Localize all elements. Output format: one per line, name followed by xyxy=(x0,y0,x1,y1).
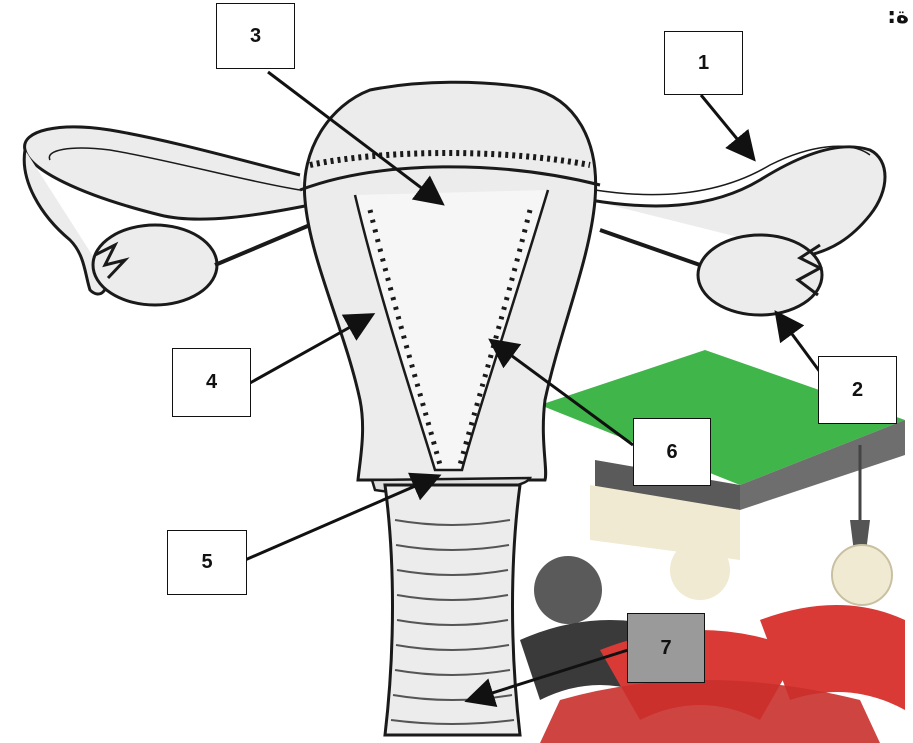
label-box-1: 1 xyxy=(664,31,743,95)
heading-fragment: ة: xyxy=(887,4,909,29)
label-box-6: 6 xyxy=(633,418,711,486)
arrow-1 xyxy=(701,95,752,157)
label-box-4: 4 xyxy=(172,348,251,417)
label-box-7: 7 xyxy=(627,613,705,683)
right-ovary xyxy=(698,235,822,315)
left-fallopian-tube xyxy=(25,127,310,219)
label-box-3: 3 xyxy=(216,3,295,69)
label-box-2: 2 xyxy=(818,356,897,424)
left-ovary xyxy=(93,225,217,305)
arrow-2 xyxy=(778,315,820,372)
right-ovarian-ligament xyxy=(600,230,700,265)
label-box-5: 5 xyxy=(167,530,247,595)
left-ovarian-ligament xyxy=(215,225,310,265)
